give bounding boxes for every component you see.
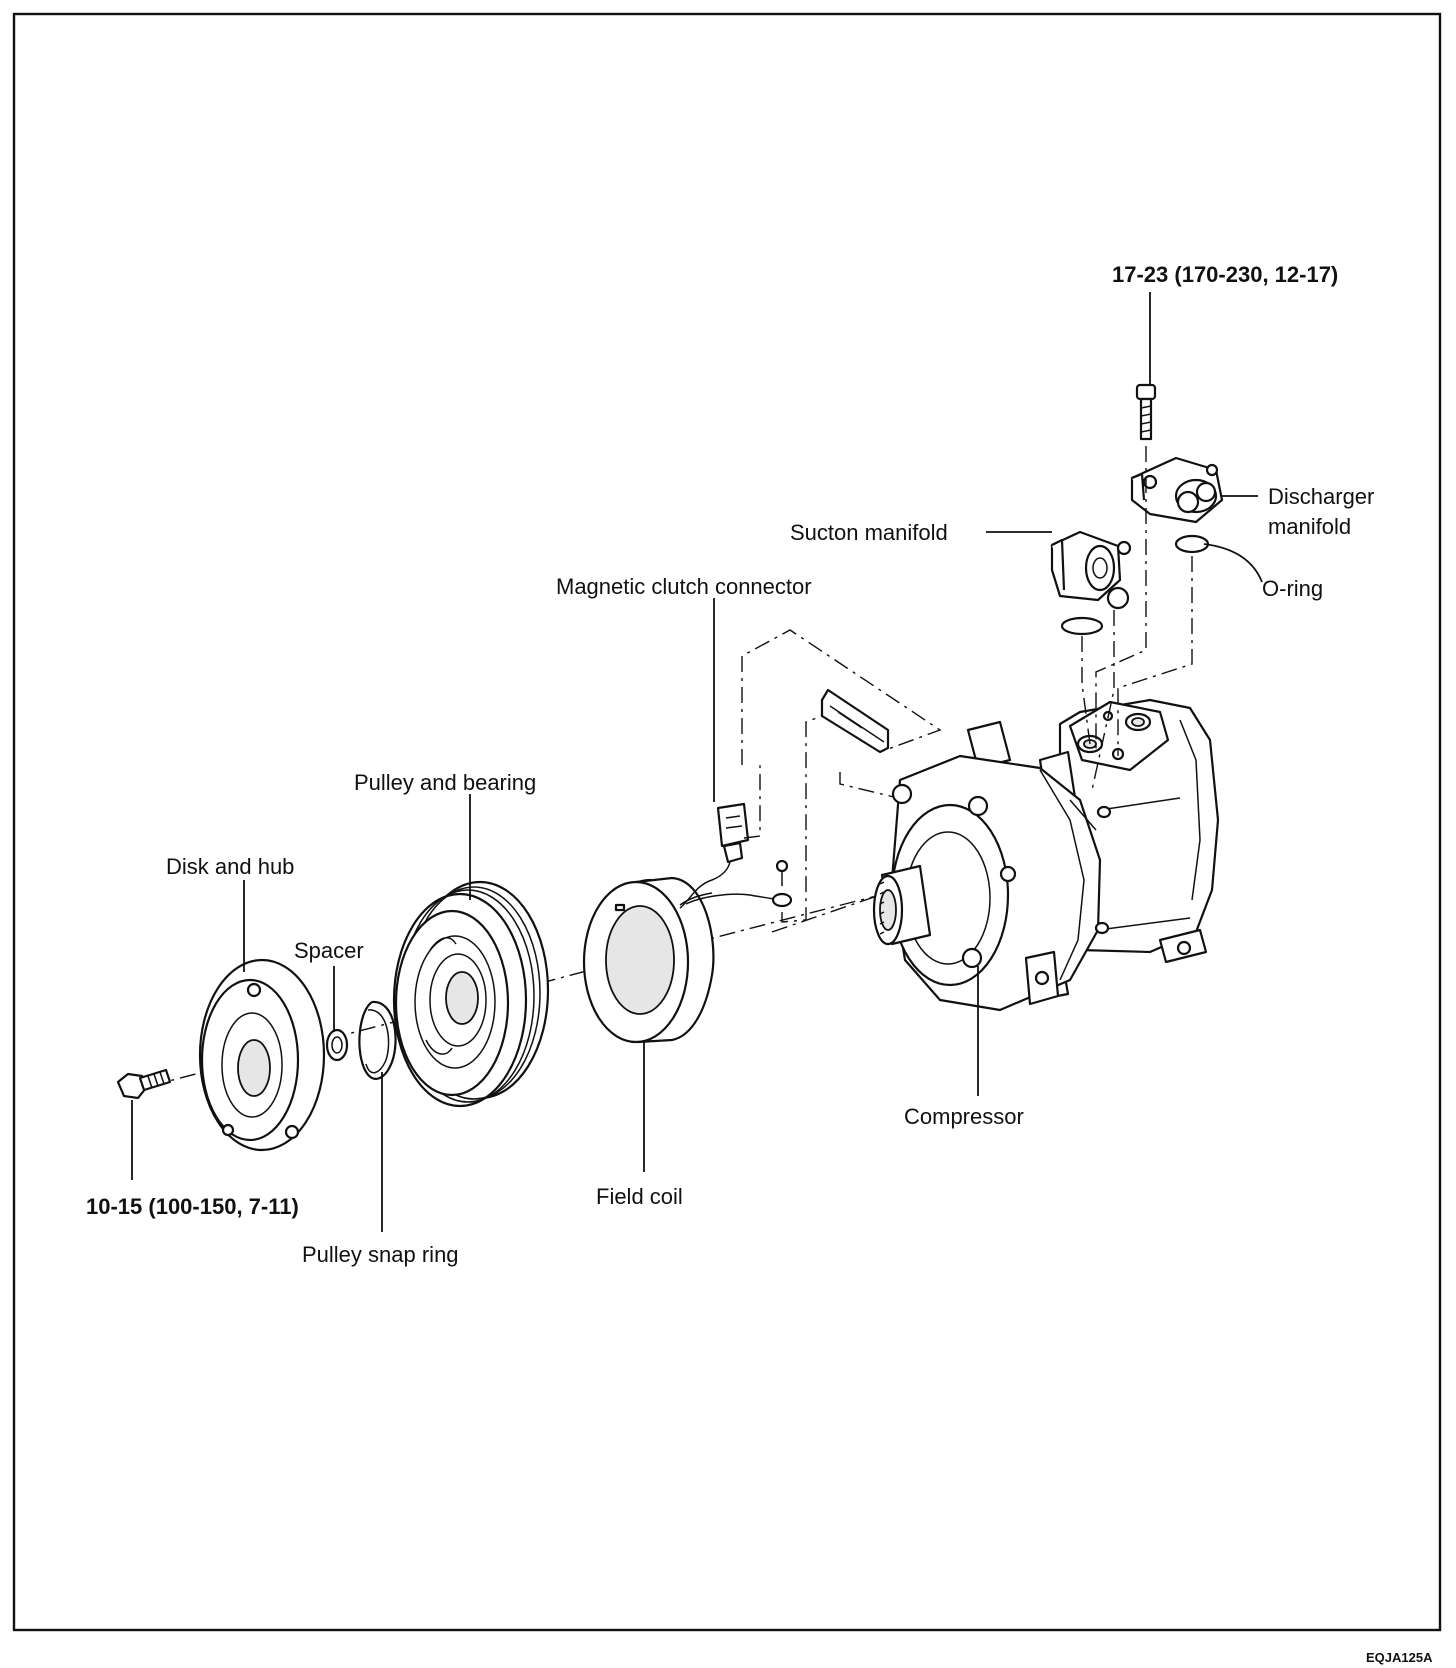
label-field-coil: Field coil — [596, 1184, 683, 1209]
diagram-frame — [12, 12, 1442, 1632]
label-pulley-snap-ring: Pulley snap ring — [302, 1242, 459, 1267]
manifold-bolt — [1135, 383, 1157, 441]
label-magnetic-clutch-connector: Magnetic clutch connector — [556, 574, 812, 599]
manifold-assembly-lines — [1081, 446, 1193, 791]
mounting-bracket — [820, 688, 890, 754]
discharger-manifold — [1130, 456, 1224, 554]
label-spacer: Spacer — [294, 938, 364, 963]
label-discharger-manifold-2: manifold — [1268, 514, 1351, 539]
pulley-and-bearing — [392, 880, 550, 1108]
label-disk-and-hub: Disk and hub — [166, 854, 294, 879]
field-coil — [582, 876, 715, 1044]
leader-lines — [131, 292, 1263, 1232]
label-suction-manifold: Sucton manifold — [790, 520, 948, 545]
label-torque-hub-bolt: 10-15 (100-150, 7-11) — [86, 1194, 299, 1219]
label-pulley-and-bearing: Pulley and bearing — [354, 770, 536, 795]
connector-assembly-lines — [741, 629, 942, 933]
disk-and-hub — [198, 958, 326, 1152]
figure-code: EQJA125A — [1366, 1650, 1433, 1665]
spacer — [325, 1028, 349, 1062]
label-o-ring: O-ring — [1262, 576, 1323, 601]
pulley-snap-ring — [358, 1000, 397, 1080]
compressor — [872, 698, 1220, 1012]
label-torque-manifold-bolt: 17-23 (170-230, 12-17) — [1112, 262, 1338, 287]
suction-manifold — [1050, 530, 1132, 636]
hub-bolt — [116, 1068, 172, 1100]
label-discharger-manifold-1: Discharger — [1268, 484, 1374, 509]
label-compressor: Compressor — [904, 1104, 1024, 1129]
field-coil-wiring — [679, 802, 793, 909]
